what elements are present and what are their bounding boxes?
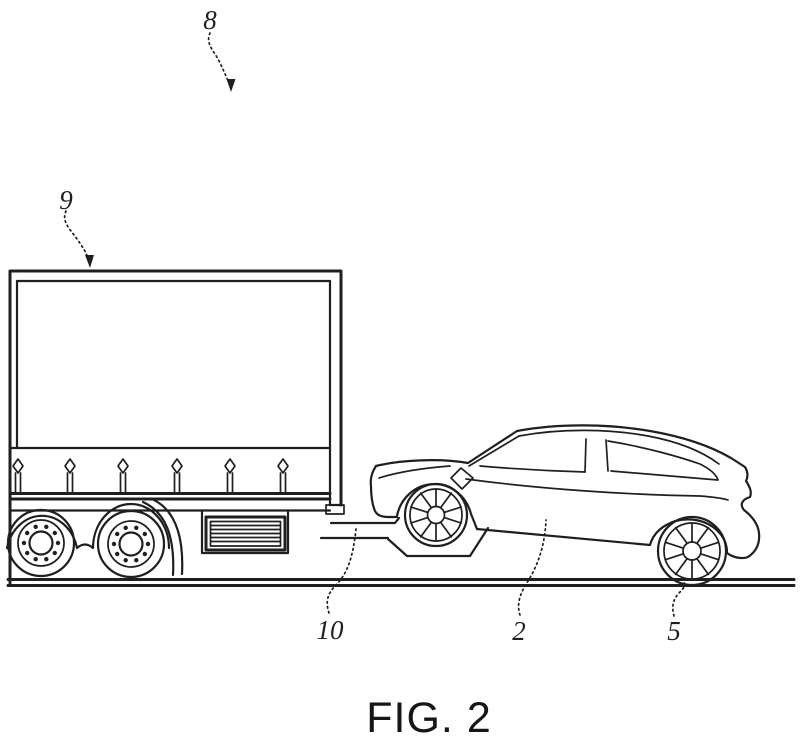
leader-line-2 [517, 519, 547, 616]
roof-inner-line [468, 429, 720, 467]
stake-posts [12, 458, 289, 494]
car-drawing [369, 424, 761, 587]
rear-window [607, 440, 719, 481]
leader-line-10 [326, 528, 357, 614]
figure-caption: FIG. 2 [366, 694, 491, 742]
battery-tub [200, 509, 290, 555]
battery-box [200, 509, 290, 555]
reference-numeral-5: 5 [667, 616, 681, 646]
wheel-spokes [410, 488, 462, 542]
mud-flap [141, 497, 184, 577]
leader-line-8 [207, 32, 236, 92]
stake-post [171, 458, 183, 494]
hitch-bracket [325, 504, 345, 515]
side-mirror [450, 467, 474, 490]
car-front-bumper [369, 464, 399, 519]
battery-hatch-lines [210, 524, 281, 543]
reference-numeral-8: 8 [203, 5, 217, 35]
front-window-bottom [479, 465, 586, 473]
reference-numeral-9: 9 [59, 185, 73, 215]
tow-bar [319, 516, 401, 540]
car-front-wheel [403, 482, 469, 548]
wheel-bolts [21, 524, 61, 562]
truck-drawing [5, 269, 345, 585]
arrowhead-9 [85, 255, 94, 268]
b-pillar [584, 438, 609, 473]
arrowhead-8 [226, 79, 236, 92]
stake-post [117, 458, 129, 494]
wheel-spokes [664, 522, 720, 580]
trailer-deck [8, 492, 332, 501]
leader-line-5 [671, 581, 686, 617]
fender-arches [5, 502, 171, 550]
trailer-wheel-rear [96, 509, 166, 579]
stake-post [12, 458, 24, 494]
wheel-bolts [111, 525, 151, 563]
ground-line [6, 578, 796, 587]
reference-numeral-10: 10 [317, 615, 345, 645]
car-rear-wheel [656, 515, 728, 587]
leader-line-9 [63, 210, 94, 268]
trailer-wheel-front [6, 508, 76, 578]
stake-post [64, 458, 76, 494]
reference-numeral-2: 2 [512, 616, 526, 646]
trailer-box-inner [15, 279, 332, 507]
hood-crease-line [378, 465, 451, 479]
trailer-box-outer [8, 269, 343, 585]
stake-post [224, 458, 236, 494]
belt-crease-line [465, 478, 729, 501]
stake-post [277, 458, 289, 494]
tow-cradle [386, 526, 490, 558]
